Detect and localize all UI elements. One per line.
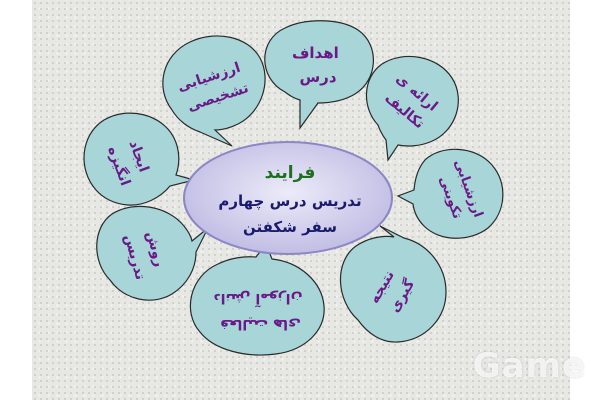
mind-map-diagram: اهداف درس ارزشیابی تشخیصی ارائه ی تکالیف	[83, 20, 504, 356]
bubble-formative-assessment: ارزشیابی تکوینی	[396, 148, 504, 239]
center-node: فرایند تدریس درس چهارم سفر شکفتن	[183, 141, 393, 255]
bubble-lesson-objectives-line1: اهداف	[292, 44, 339, 62]
center-subtitle: تدریس درس چهارم	[218, 192, 361, 211]
watermark-logo: Game	[472, 346, 586, 386]
bubble-homework-assignment: ارائه ی تکالیف	[365, 55, 459, 162]
bubble-lesson-objectives: اهداف درس	[264, 20, 374, 130]
bubble-student-activities: فعالیت های دانش آموزان	[189, 242, 325, 356]
bubble-lesson-objectives-line2: درس	[299, 68, 336, 86]
center-lesson-name: سفر شکفتن	[243, 218, 337, 236]
bubble-teaching-method: روش تدریس	[96, 205, 209, 301]
bubble-conclusion: نتیجه گیری	[339, 225, 447, 343]
bubble-activities-line2: دانش آموزان	[214, 290, 303, 308]
center-title: فرایند	[265, 163, 316, 183]
svg-text:اهداف درس: اهداف درس	[292, 44, 344, 86]
bubble-activities-line1: فعالیت های	[220, 316, 301, 332]
svg-text:فعالیت های دانش آموزان: فعالیت های دانش آموزان	[214, 290, 303, 332]
slide-background: اهداف درس ارزشیابی تشخیصی ارائه ی تکالیف	[32, 0, 570, 400]
bubble-diagnostic-assessment: ارزشیابی تشخیصی	[162, 35, 266, 147]
bubble-motivation: ایجاد انگیزه	[83, 112, 197, 206]
